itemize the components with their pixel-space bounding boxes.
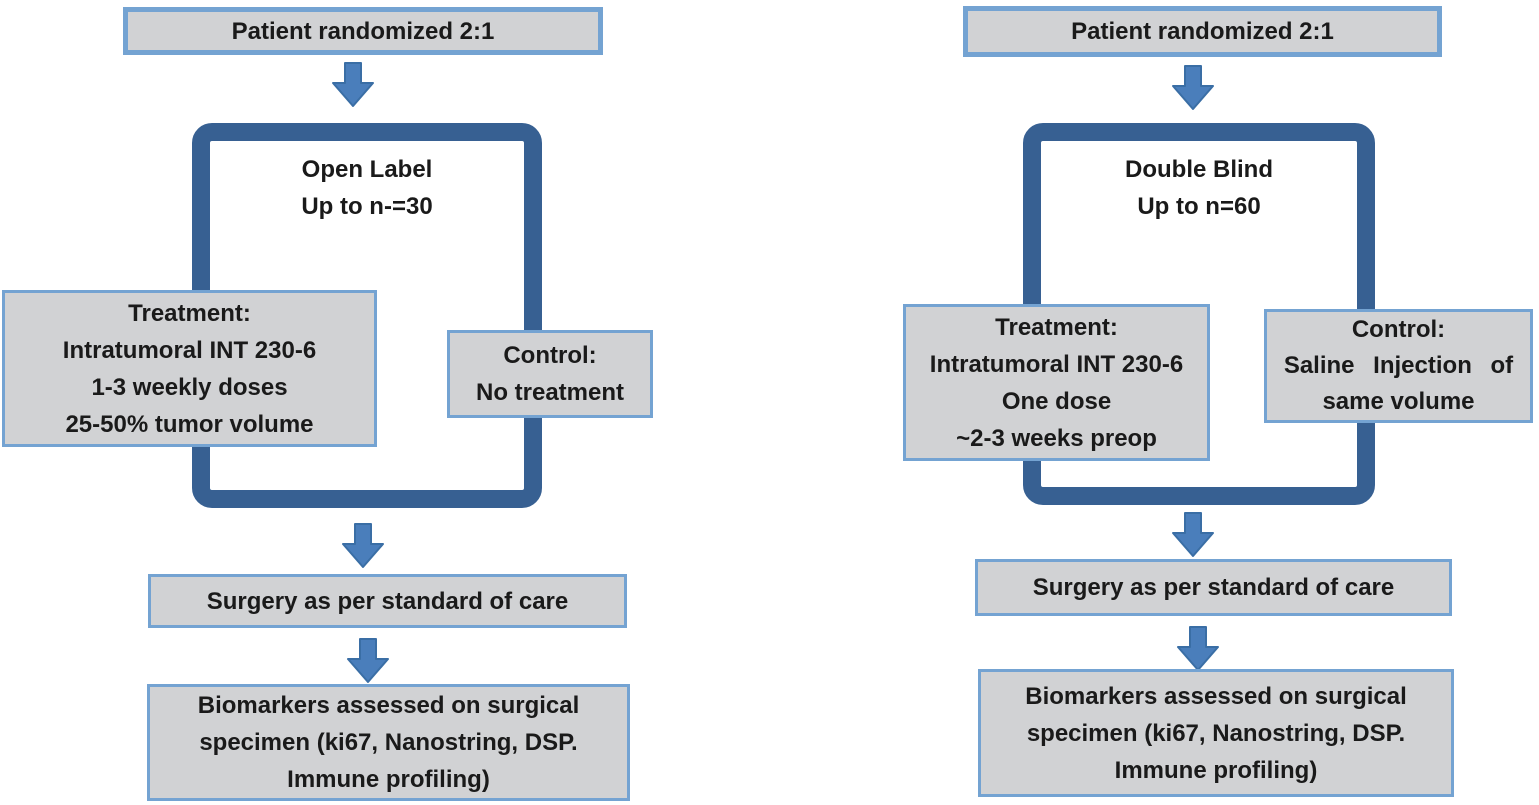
down-arrow-icon xyxy=(1171,65,1215,111)
control-box: Control: No treatment xyxy=(447,330,653,418)
treatment-box: Treatment: Intratumoral INT 230-6 One do… xyxy=(903,304,1210,461)
frame-title: Open Label Up to n-=30 xyxy=(210,151,524,225)
treatment-line: Intratumoral INT 230-6 xyxy=(62,336,317,364)
control-line: Control: xyxy=(1351,316,1446,343)
down-arrow-icon xyxy=(1176,626,1220,672)
treatment-line: Treatment: xyxy=(995,313,1118,341)
biomarker-line: Biomarkers assessed on surgical xyxy=(1025,682,1407,710)
treatment-line: 25-50% tumor volume xyxy=(65,410,314,438)
down-arrow-icon xyxy=(341,523,385,569)
down-arrow-icon xyxy=(346,638,390,684)
biomarker-line: specimen (ki67, Nanostring, DSP. xyxy=(1026,719,1406,747)
surgery-box: Surgery as per standard of care xyxy=(975,559,1452,616)
biomarkers-box: Biomarkers assessed on surgical specimen… xyxy=(147,684,630,801)
control-line: same volume xyxy=(1322,388,1475,415)
control-line: Saline Injection of xyxy=(1283,352,1514,379)
treatment-line: ~2-3 weeks preop xyxy=(956,424,1157,452)
control-box: Control: Saline Injection of same volume xyxy=(1264,309,1533,423)
randomized-box: Patient randomized 2:1 xyxy=(963,6,1442,57)
biomarker-line: Immune profiling) xyxy=(1114,756,1318,784)
biomarkers-box: Biomarkers assessed on surgical specimen… xyxy=(978,669,1454,797)
control-line: Control: xyxy=(503,342,597,369)
biomarker-line: Immune profiling) xyxy=(287,766,490,793)
treatment-line: Intratumoral INT 230-6 xyxy=(929,350,1184,378)
treatment-box: Treatment: Intratumoral INT 230-6 1-3 we… xyxy=(2,290,377,447)
biomarker-line: Biomarkers assessed on surgical xyxy=(197,692,580,719)
phase-label-line1: Double Blind xyxy=(1125,156,1273,183)
surgery-box: Surgery as per standard of care xyxy=(148,574,627,628)
randomized-box: Patient randomized 2:1 xyxy=(123,7,603,55)
randomized-label: Patient randomized 2:1 xyxy=(231,17,495,45)
phase-label-line2: Up to n-=30 xyxy=(301,193,433,220)
phase-label-line1: Open Label xyxy=(301,156,433,183)
down-arrow-icon xyxy=(1171,512,1215,558)
phase-label-line2: Up to n=60 xyxy=(1137,193,1261,220)
treatment-line: 1-3 weekly doses xyxy=(91,373,288,401)
down-arrow-icon xyxy=(331,62,375,108)
surgery-label: Surgery as per standard of care xyxy=(1032,574,1395,601)
frame-title: Double Blind Up to n=60 xyxy=(1041,151,1357,225)
treatment-line: Treatment: xyxy=(128,299,251,327)
surgery-label: Surgery as per standard of care xyxy=(206,587,569,615)
control-line: No treatment xyxy=(475,379,625,406)
biomarker-line: specimen (ki67, Nanostring, DSP. xyxy=(199,729,578,756)
treatment-line: One dose xyxy=(1001,387,1112,415)
randomized-label: Patient randomized 2:1 xyxy=(1071,18,1334,45)
